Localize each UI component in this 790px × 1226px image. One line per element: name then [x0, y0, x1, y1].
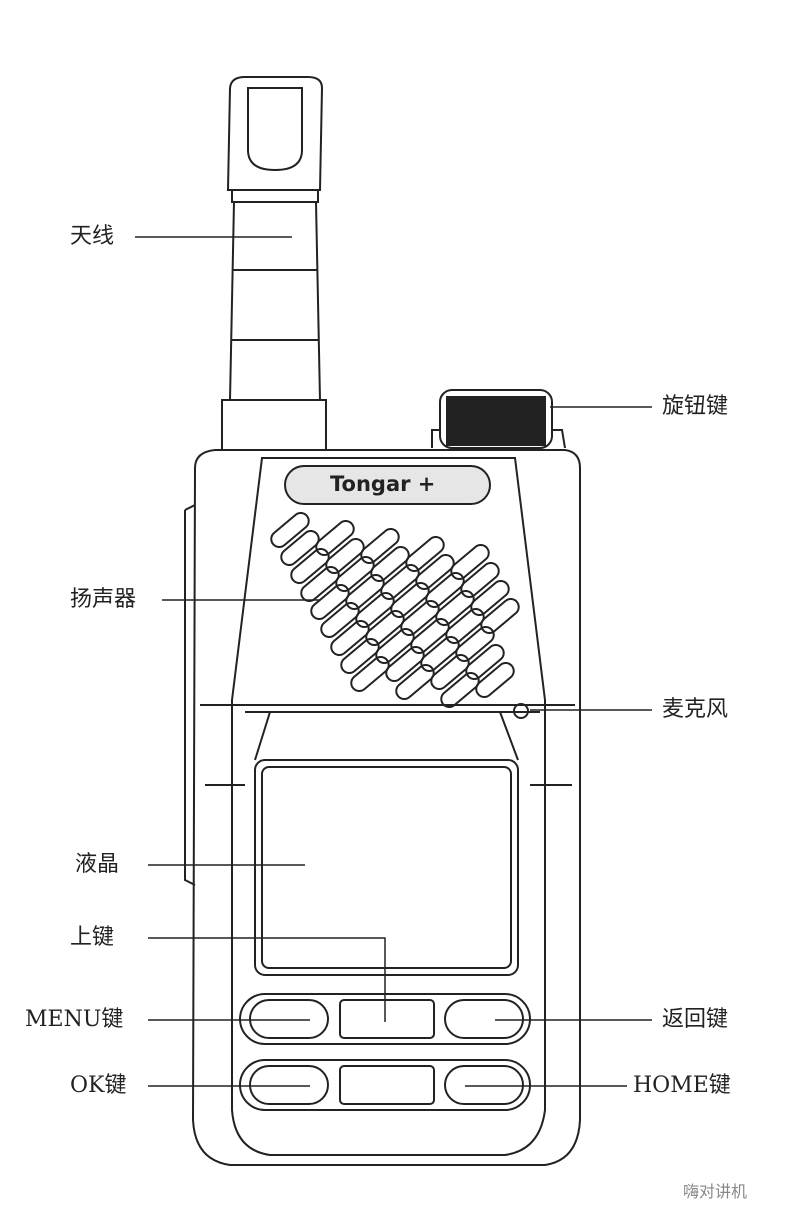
- speaker-slot: [375, 628, 415, 664]
- speaker-slot: [335, 556, 375, 592]
- speaker-slot: [345, 574, 385, 610]
- keypad: [239, 993, 531, 1111]
- speaker-slot: [365, 610, 405, 646]
- brand-logo: Tongar +: [330, 472, 436, 496]
- speaker-slot: [405, 536, 445, 572]
- speaker-slot: [475, 662, 515, 698]
- speaker-slot: [415, 554, 455, 590]
- speaker-slot: [390, 582, 430, 618]
- back-key[interactable]: [444, 999, 524, 1039]
- speaker-slot: [385, 646, 425, 682]
- speaker-slot: [370, 546, 410, 582]
- speaker-slot: [460, 562, 500, 598]
- speaker-slot: [470, 580, 510, 616]
- speaker-slot: [300, 566, 340, 602]
- speaker-slot: [440, 672, 480, 708]
- speaker-slot: [280, 530, 320, 566]
- label-antenna: 天线: [70, 224, 115, 249]
- antenna: [221, 76, 327, 451]
- speaker-slot: [395, 664, 435, 700]
- speaker-slot: [380, 564, 420, 600]
- label-knob: 旋钮键: [662, 394, 729, 419]
- speaker-slot: [330, 620, 370, 656]
- speaker-slot: [455, 626, 495, 662]
- speaker-slot: [355, 592, 395, 628]
- lcd-screen: [254, 759, 519, 976]
- speaker-slot: [290, 548, 330, 584]
- home-key[interactable]: [444, 1065, 524, 1105]
- speaker-slot: [410, 618, 450, 654]
- label-microphone: 麦克风: [662, 697, 729, 722]
- speaker-slot: [360, 528, 400, 564]
- device-body: [184, 449, 581, 1166]
- speaker-slot: [425, 572, 465, 608]
- speaker-slot: [430, 654, 470, 690]
- label-menu-key: MENU键: [25, 1007, 124, 1032]
- label-up-key: 上键: [70, 925, 115, 950]
- label-speaker: 扬声器: [70, 587, 137, 612]
- up-key[interactable]: [339, 999, 435, 1039]
- label-lcd: 液晶: [75, 852, 120, 877]
- speaker-slot: [435, 590, 475, 626]
- speaker-slot: [320, 602, 360, 638]
- speaker-grille: [270, 512, 520, 708]
- ok-key[interactable]: [249, 1065, 329, 1105]
- speaker-slot: [340, 638, 380, 674]
- label-ok-key: OK键: [70, 1073, 127, 1098]
- speaker-slot: [465, 644, 505, 680]
- speaker-slot: [400, 600, 440, 636]
- speaker-slot: [445, 608, 485, 644]
- menu-key[interactable]: [249, 999, 329, 1039]
- label-home-key: HOME键: [633, 1073, 731, 1098]
- center-key[interactable]: [339, 1065, 435, 1105]
- speaker-slot: [310, 584, 350, 620]
- speaker-slot: [325, 538, 365, 574]
- watermark: 嗨对讲机: [683, 1182, 748, 1201]
- label-back-key: 返回键: [662, 1007, 729, 1032]
- leader-lines: [135, 236, 652, 1087]
- speaker-slot: [420, 636, 460, 672]
- speaker-slot: [350, 656, 390, 692]
- speaker-slot: [480, 598, 520, 634]
- speaker-slot: [450, 544, 490, 580]
- rotary-knob: [431, 389, 566, 449]
- speaker-slot: [315, 520, 355, 556]
- speaker-slot: [270, 512, 310, 548]
